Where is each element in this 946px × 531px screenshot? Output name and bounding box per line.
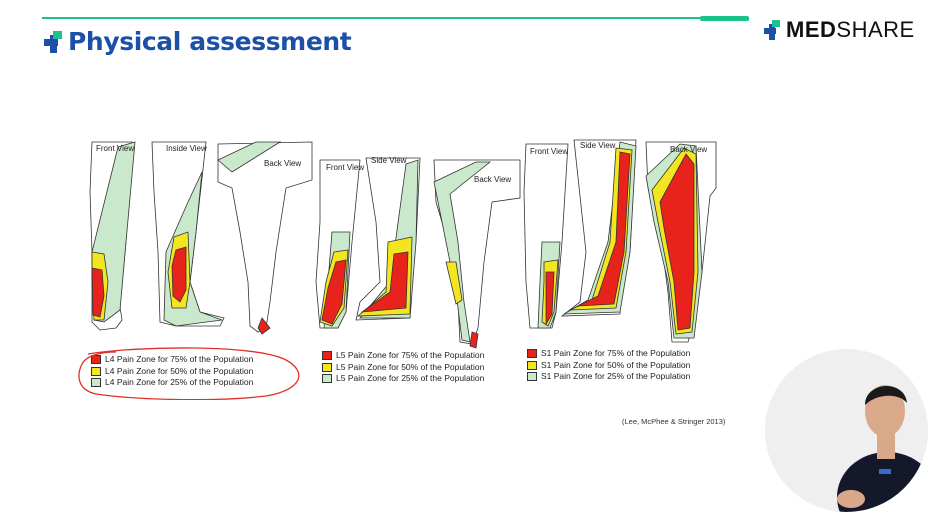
l4-back-leg bbox=[217, 141, 313, 335]
s1-back-leg bbox=[645, 141, 717, 343]
view-label: Back View bbox=[670, 145, 707, 154]
header-divider bbox=[42, 17, 749, 19]
swatch-red bbox=[91, 355, 101, 365]
swatch-green bbox=[322, 374, 332, 384]
l5-side-leg bbox=[355, 157, 421, 321]
l4-inside-leg bbox=[151, 141, 225, 327]
slide-title-group: Physical assessment bbox=[44, 27, 352, 56]
swatch-yellow bbox=[527, 360, 537, 370]
view-label: Front View bbox=[326, 163, 364, 172]
view-label: Inside View bbox=[166, 144, 207, 153]
s1-side-leg bbox=[560, 139, 637, 317]
swatch-green bbox=[527, 372, 537, 382]
dermatome-figure: Front View Inside View Back View Front V… bbox=[89, 139, 717, 349]
legend-item: L4 Pain Zone for 50% of the Population bbox=[91, 366, 253, 378]
legend-l4: L4 Pain Zone for 75% of the Population L… bbox=[91, 354, 253, 389]
swatch-red bbox=[527, 349, 537, 359]
medshare-logo-text: MEDSHARE bbox=[786, 17, 915, 42]
plus-logo-icon bbox=[44, 30, 62, 53]
swatch-yellow bbox=[322, 362, 332, 372]
legend-item: L4 Pain Zone for 25% of the Population bbox=[91, 377, 253, 389]
medshare-logo: MEDSHARE bbox=[764, 17, 915, 43]
legend-item: L5 Pain Zone for 25% of the Population bbox=[322, 373, 484, 385]
red-circle-annotation bbox=[78, 347, 300, 400]
medshare-logo-icon bbox=[764, 20, 780, 40]
legend-l5: L5 Pain Zone for 75% of the Population L… bbox=[322, 350, 484, 385]
legend-item: L4 Pain Zone for 75% of the Population bbox=[91, 354, 253, 366]
view-label: Back View bbox=[264, 159, 301, 168]
presenter-webcam bbox=[765, 349, 928, 512]
citation: (Lee, McPhee & Stringer 2013) bbox=[622, 417, 726, 426]
view-label: Back View bbox=[474, 175, 511, 184]
swatch-red bbox=[322, 351, 332, 361]
swatch-yellow bbox=[91, 366, 101, 376]
view-label: Front View bbox=[530, 147, 568, 156]
s1-front-leg bbox=[523, 143, 569, 329]
view-label: Side View bbox=[580, 141, 616, 150]
legend-item: S1 Pain Zone for 50% of the Population bbox=[527, 360, 690, 372]
view-label: Side View bbox=[371, 156, 407, 165]
legend-item: S1 Pain Zone for 75% of the Population bbox=[527, 348, 690, 360]
swatch-green bbox=[91, 378, 101, 388]
slide-title: Physical assessment bbox=[68, 27, 352, 56]
legend-s1: S1 Pain Zone for 75% of the Population S… bbox=[527, 348, 690, 383]
legend-item: S1 Pain Zone for 25% of the Population bbox=[527, 371, 690, 383]
l5-back-leg bbox=[433, 159, 521, 349]
header-divider-accent bbox=[700, 16, 749, 21]
l4-front-leg bbox=[89, 141, 136, 331]
presenter-avatar bbox=[765, 349, 928, 512]
legend-item: L5 Pain Zone for 75% of the Population bbox=[322, 350, 484, 362]
l5-front-leg bbox=[315, 159, 361, 329]
view-label: Front View bbox=[96, 144, 134, 153]
legend-item: L5 Pain Zone for 50% of the Population bbox=[322, 362, 484, 374]
